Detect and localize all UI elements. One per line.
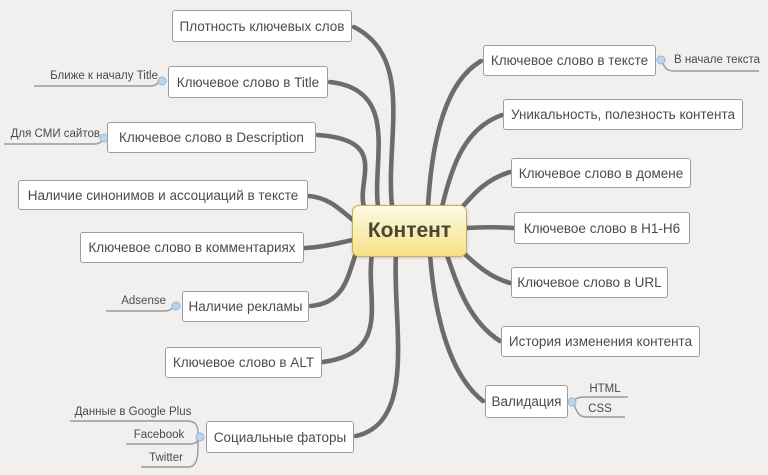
subnode-html[interactable]: HTML	[589, 382, 621, 395]
subnode-css[interactable]: CSS	[588, 402, 612, 415]
branch-sinonimy	[306, 193, 356, 223]
branch-unik	[439, 112, 505, 210]
wire-html	[573, 396, 628, 401]
node-keyword-in-url[interactable]: Ключевое слово в URL	[511, 267, 668, 298]
branch-domen	[455, 169, 513, 215]
wire-gplus	[70, 420, 199, 434]
wire-twitter	[141, 433, 199, 468]
handle-dot-tekst[interactable]	[656, 55, 666, 65]
node-keyword-in-alt[interactable]: Ключевое слово в ALT	[165, 347, 322, 378]
branch-tekst	[425, 58, 484, 209]
subnode-facebook[interactable]: Facebook	[133, 429, 185, 441]
handle-dot-social[interactable]	[195, 432, 205, 442]
branch-h1h6	[463, 224, 516, 231]
node-keyword-density[interactable]: Плотность ключевых слов	[172, 10, 352, 42]
branch-reklama	[308, 250, 359, 309]
branch-istoria	[443, 249, 503, 344]
node-ads-presence[interactable]: Наличие рекламы	[182, 291, 309, 322]
node-keyword-in-comments[interactable]: Ключевое слово в комментариях	[80, 232, 304, 263]
handle-dot-validacia[interactable]	[567, 397, 577, 407]
wire-css	[573, 403, 625, 418]
central-topic[interactable]: Контент	[352, 205, 467, 257]
node-synonyms-in-text[interactable]: Наличие синонимов и ассоциаций в тексте	[18, 180, 308, 210]
node-content-change-history[interactable]: История изменения контента	[501, 326, 700, 357]
branch-comments	[302, 237, 356, 251]
handle-dot-reklama[interactable]	[171, 301, 181, 311]
node-uniqueness[interactable]: Уникальность, полезность контента	[503, 99, 743, 130]
subnode-closer-to-title-start[interactable]: Ближе к началу Title	[50, 70, 158, 82]
subnode-google-plus-data[interactable]: Данные в Google Plus	[74, 406, 192, 418]
wire-vnachale	[662, 62, 759, 72]
node-keyword-in-h1-h6[interactable]: Ключевое слово в H1-H6	[514, 212, 690, 244]
node-keyword-in-title[interactable]: Ключевое слово в Title	[168, 66, 328, 98]
branch-social	[353, 251, 401, 439]
subnode-for-smi-sites[interactable]: Для СМИ сайтов	[10, 128, 100, 140]
handle-dot-title[interactable]	[157, 76, 167, 86]
node-keyword-in-description[interactable]: Ключевое слово в Description	[107, 122, 316, 153]
branch-title	[327, 79, 381, 209]
branch-description	[315, 132, 368, 210]
branch-plotnost	[351, 24, 396, 209]
branch-validacia	[427, 251, 486, 404]
node-keyword-in-domain[interactable]: Ключевое слово в домене	[511, 158, 691, 188]
subnode-adsense[interactable]: Adsense	[121, 295, 166, 307]
node-social-factors[interactable]: Социальные фаторы	[206, 421, 354, 453]
subnode-twitter[interactable]: Twitter	[149, 452, 183, 464]
node-keyword-in-text[interactable]: Ключевое слово в тексте	[483, 45, 656, 76]
branch-alt	[320, 251, 375, 365]
node-validation[interactable]: Валидация	[485, 385, 568, 418]
subnode-at-text-start[interactable]: В начале текста	[674, 54, 761, 66]
